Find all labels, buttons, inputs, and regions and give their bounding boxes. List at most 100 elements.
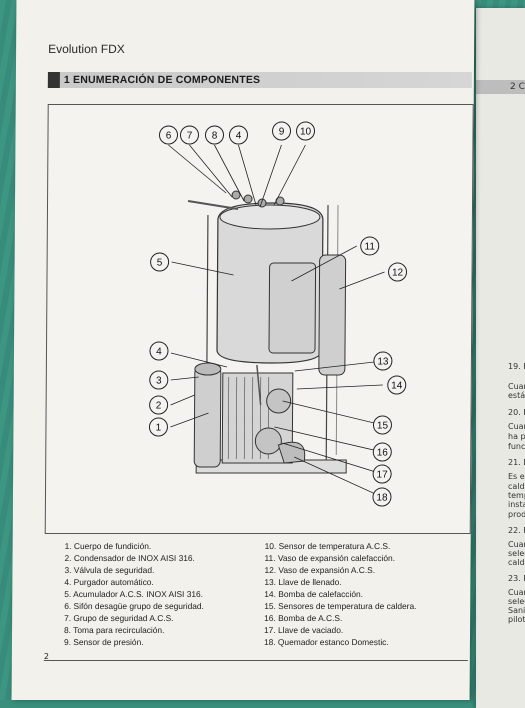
dhw-expansion-vessel <box>318 254 347 376</box>
condenser-top <box>194 362 222 376</box>
callout-label: 13 <box>377 357 389 368</box>
next-page-text: Cuar <box>508 540 525 549</box>
callout-label: 15 <box>377 421 389 432</box>
callout-label: 16 <box>377 448 389 459</box>
callout-circle <box>388 262 408 282</box>
callout-label: 10 <box>300 127 312 138</box>
tank-top <box>219 204 321 230</box>
callout-label: 3 <box>156 376 162 387</box>
next-page-text: 23. P <box>508 574 525 583</box>
next-page-text: func <box>508 442 525 451</box>
callout-label: 17 <box>377 470 389 481</box>
callout-circle <box>387 375 407 395</box>
callout-circle <box>372 464 392 484</box>
callout-circle <box>149 395 169 415</box>
callout-circle <box>229 125 249 145</box>
callout-circle <box>150 252 170 272</box>
callout-circle <box>272 121 292 141</box>
next-page-text: Cuar <box>508 422 525 431</box>
legend-item: 6. Sifón desagüe grupo de seguridad. <box>64 601 204 611</box>
legend-right: 10. Sensor de temperatura A.C.S. 11. Vaso… <box>264 540 417 648</box>
callout-label: 14 <box>391 381 403 392</box>
heating-pump <box>266 388 292 414</box>
callout-circle <box>296 121 316 141</box>
legend-item: 4. Purgador automático. <box>64 577 154 587</box>
manual-page: Evolution FDX 1 ENUMERACIÓN DE COMPONENT… <box>11 0 475 700</box>
top-valve-1 <box>231 190 241 200</box>
callout-label: 9 <box>279 127 285 138</box>
legend-item: 12. Vaso de expansión A.C.S. <box>264 565 376 575</box>
top-valve-3 <box>257 198 267 208</box>
callout-circle <box>372 415 392 435</box>
legend-item: 9. Sensor de presión. <box>63 637 144 647</box>
brand-title: Evolution FDX <box>48 42 125 56</box>
legend-item: 11. Vaso de expansión calefacción. <box>264 553 396 563</box>
legend-item: 5. Acumulador A.C.S. INOX AISI 316. <box>64 589 204 599</box>
legend-item: 7. Grupo de seguridad A.C.S. <box>64 613 174 623</box>
next-page-text: insta <box>508 500 525 509</box>
legend-item: 16. Bomba de A.C.S. <box>264 613 343 623</box>
callout-label: 4 <box>156 347 162 358</box>
callout-circle <box>180 125 200 145</box>
safety-valve-pipe <box>256 364 262 406</box>
next-page-text: calde <box>508 558 525 567</box>
burner <box>277 441 306 464</box>
callout-label: 12 <box>392 268 404 279</box>
top-pipe <box>187 200 239 210</box>
legend-item: 10. Sensor de temperatura A.C.S. <box>264 541 391 551</box>
next-page-text: Es el <box>508 472 525 481</box>
legend-item: 1. Cuerpo de fundición. <box>64 541 152 551</box>
next-page-text: 19. F <box>508 362 525 371</box>
next-page-text: temp <box>508 491 525 500</box>
callout-label: 2 <box>156 401 162 412</box>
legend-item: 18. Quemador estanco Domestic. <box>263 637 389 647</box>
legend-item: 14. Bomba de calefacción. <box>264 589 364 599</box>
top-valve-2 <box>243 194 253 204</box>
legend-left: 1. Cuerpo de fundición. 2. Condensador de… <box>64 540 204 648</box>
next-page-text: Sanit <box>508 606 525 615</box>
next-page-text: 21. D <box>508 458 525 467</box>
section-title: 1 ENUMERACIÓN DE COMPONENTES <box>63 74 261 86</box>
callout-circle <box>372 487 392 507</box>
next-page-text: calde <box>508 482 525 491</box>
leader-lines <box>168 144 385 498</box>
legend-item: 3. Válvula de seguridad. <box>64 565 155 575</box>
callout-label: 7 <box>187 131 193 142</box>
callout-circle <box>149 341 169 361</box>
legend-item: 15. Sensores de temperatura de caldera. <box>264 601 417 611</box>
section-marker <box>47 72 60 88</box>
legend-item: 2. Condensador de INOX AISI 316. <box>64 553 195 563</box>
callout-circle <box>149 370 169 390</box>
next-page-header: 2 C <box>510 82 525 92</box>
callout-circle <box>373 351 393 371</box>
next-page-text: 22. F <box>508 526 525 535</box>
dhw-pump <box>254 427 282 455</box>
callout-label: 6 <box>166 131 172 142</box>
callout-circle <box>372 442 392 462</box>
callout-label: 11 <box>364 242 375 253</box>
next-page-text: Cuar <box>508 588 525 597</box>
next-page-text: pilot <box>508 615 525 624</box>
legend-item: 13. Llave de llenado. <box>264 577 342 587</box>
callout-circle <box>148 417 168 437</box>
callout-circle <box>360 236 380 256</box>
next-page-text: ha p <box>508 432 525 441</box>
callout-label: 5 <box>157 258 163 269</box>
next-page-header-bar <box>476 80 525 94</box>
section-header-bar: 1 ENUMERACIÓN DE COMPONENTES <box>47 72 472 88</box>
footer-rule <box>43 660 468 661</box>
legend-item: 8. Toma para recirculación. <box>64 625 165 635</box>
next-page-text: 20. F <box>508 408 525 417</box>
callout-circle <box>159 125 179 145</box>
heating-expansion-vessel <box>268 262 317 354</box>
next-page-text: prod <box>508 510 525 519</box>
next-page-text: está <box>508 391 525 400</box>
callout-label: 4 <box>236 131 242 142</box>
callout-label: 18 <box>376 493 388 504</box>
